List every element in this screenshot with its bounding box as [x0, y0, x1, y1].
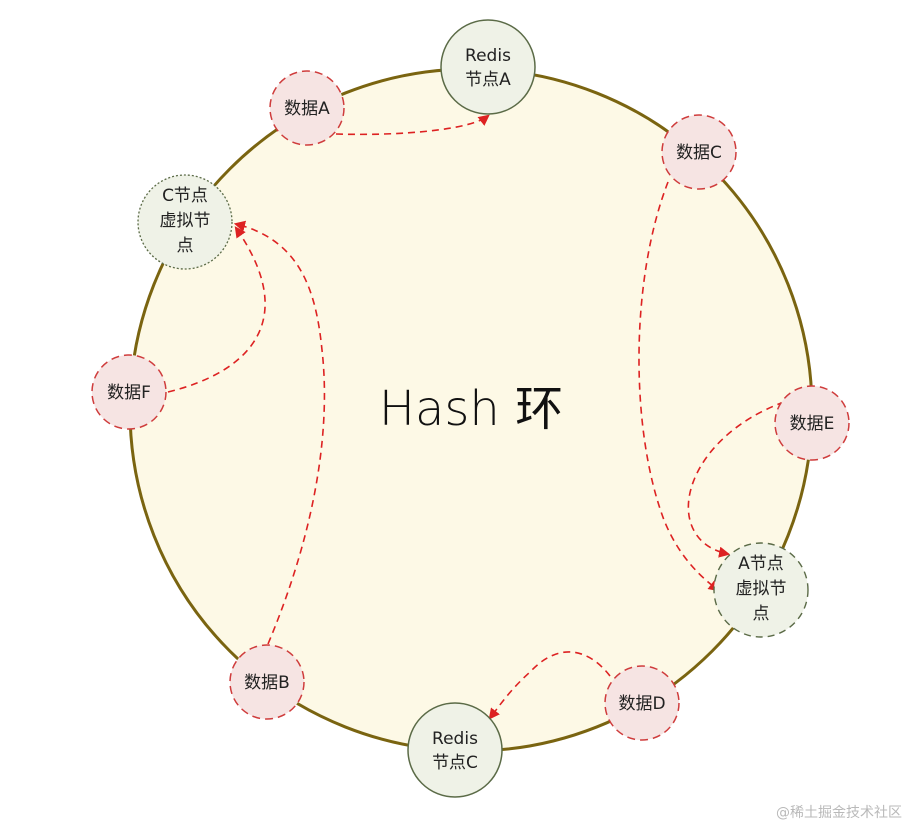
- data-node-d: 数据D: [604, 665, 680, 741]
- virtual-node-a-line3: 点: [753, 604, 770, 624]
- data-node-e-label: 数据E: [790, 414, 835, 434]
- arrow-data-c-to-virtual-a: [638, 181, 720, 592]
- data-node-d-label: 数据D: [618, 694, 665, 714]
- data-node-a-label: 数据A: [284, 99, 330, 119]
- data-node-f-label: 数据F: [107, 383, 151, 403]
- ring-title: Hash 环: [379, 381, 563, 437]
- data-node-e: 数据E: [774, 385, 850, 461]
- redis-node-c: Redis 节点C: [407, 702, 503, 798]
- watermark: @稀土掘金技术社区: [776, 805, 902, 821]
- virtual-node-c-line1: C节点: [162, 186, 208, 206]
- redis-node-a-line2: 节点A: [465, 70, 511, 90]
- data-node-c: 数据C: [661, 114, 737, 190]
- virtual-node-c-line2: 虚拟节: [160, 211, 211, 231]
- arrow-data-a-to-redis-a: [335, 114, 490, 136]
- data-node-f: 数据F: [91, 354, 167, 430]
- virtual-node-a: A节点 虚拟节 点: [713, 542, 809, 638]
- redis-node-a-line1: Redis: [465, 46, 511, 66]
- arrow-data-f-to-virtual-c: [167, 226, 266, 393]
- redis-node-c-line1: Redis: [432, 729, 478, 749]
- redis-node-c-line2: 节点C: [432, 753, 478, 773]
- arrow-data-b-to-virtual-c: [233, 220, 326, 645]
- redis-node-a: Redis 节点A: [440, 19, 536, 115]
- mapping-arrows: [167, 114, 785, 720]
- arrow-data-e-to-virtual-a: [687, 401, 785, 558]
- virtual-node-a-line1: A节点: [738, 554, 784, 574]
- virtual-node-a-line2: 虚拟节: [736, 579, 787, 599]
- data-node-a: 数据A: [269, 70, 345, 146]
- data-node-c-label: 数据C: [676, 143, 722, 163]
- arrow-data-d-to-redis-c: [488, 651, 611, 720]
- virtual-node-c: C节点 虚拟节 点: [137, 174, 233, 270]
- data-node-b: 数据B: [229, 644, 305, 720]
- virtual-node-c-line3: 点: [177, 236, 194, 256]
- data-node-b-label: 数据B: [244, 673, 290, 693]
